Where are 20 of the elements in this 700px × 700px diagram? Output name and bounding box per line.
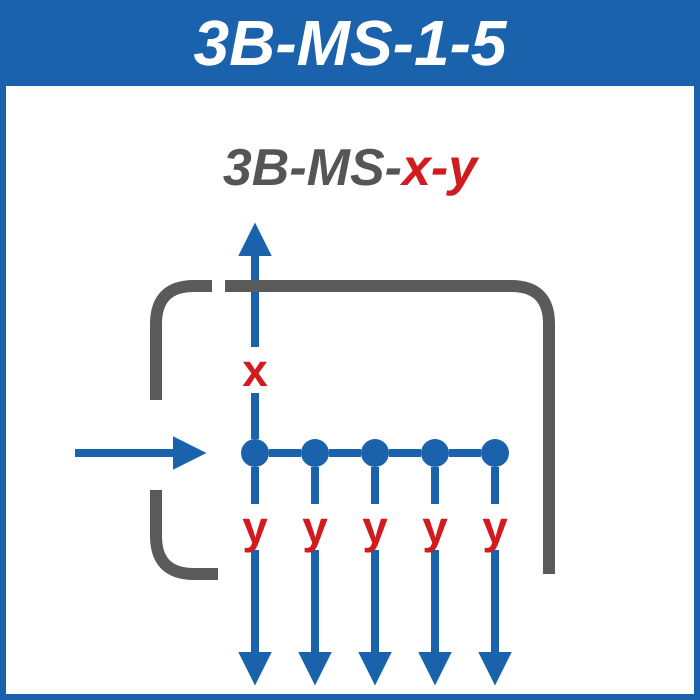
connector-line: [269, 449, 301, 457]
flow-arrow: [75, 436, 207, 470]
edge-label: y: [240, 504, 270, 550]
edge-label: y: [300, 504, 330, 550]
junction-dot: [361, 439, 389, 467]
connector-line: [449, 449, 481, 457]
edge-label: y: [420, 504, 450, 550]
junction-dot: [421, 439, 449, 467]
title: 3B-MS-1-5: [194, 6, 506, 80]
edge-label: x: [240, 347, 270, 393]
junction-dot: [241, 439, 269, 467]
subtitle-text: 3B-MS-: [222, 138, 402, 198]
edge-label: y: [480, 504, 510, 550]
subtitle-text: x-y: [402, 138, 478, 198]
junction-dot: [301, 439, 329, 467]
connector-line: [389, 449, 421, 457]
junction-dot: [481, 439, 509, 467]
manifold-outline: [150, 280, 555, 580]
connector-line: [329, 449, 361, 457]
edge-label: y: [360, 504, 390, 550]
